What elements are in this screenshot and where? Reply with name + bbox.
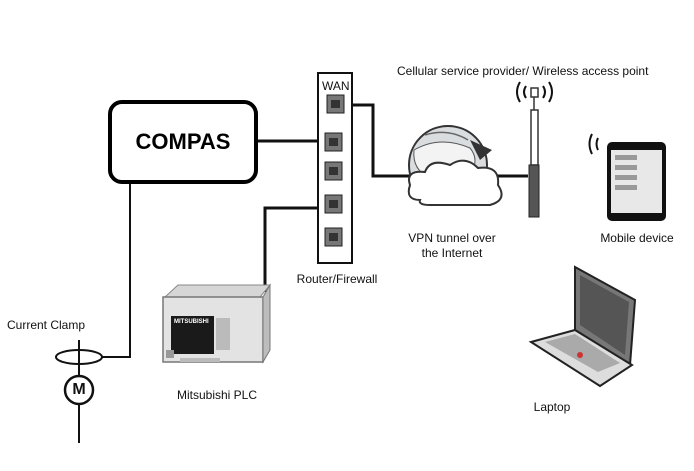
current-clamp-icon	[55, 349, 103, 365]
motor-icon	[63, 374, 95, 406]
plc-router-line	[263, 206, 318, 292]
router-caption: Router/Firewall	[296, 272, 378, 286]
compas-box	[108, 100, 258, 184]
clamp-caption: Current Clamp	[7, 318, 86, 332]
cellular-caption: Cellular service provider/ Wireless acce…	[397, 64, 649, 78]
compas-label: COMPAS	[135, 129, 231, 154]
cell-tower-icon	[516, 81, 553, 218]
tablet-icon	[588, 133, 666, 221]
mobile-caption: Mobile device	[600, 231, 674, 245]
globe-cloud-icon	[407, 125, 503, 206]
vpn-caption-line1: VPN tunnel over	[408, 231, 496, 245]
connection-lines	[256, 103, 528, 292]
plc-device-icon	[162, 283, 272, 364]
router-device	[317, 72, 353, 264]
wan-vpn-line	[352, 103, 415, 178]
vpn-caption-line2: the Internet	[421, 246, 483, 260]
wan-label: WAN	[322, 79, 350, 93]
plc-caption: Mitsubishi PLC	[176, 388, 258, 402]
clamp-lines	[78, 182, 131, 443]
plc-brand-label: MITSUBISHI	[174, 319, 209, 325]
motor-symbol: M	[72, 381, 86, 398]
compas-clamp-line	[102, 182, 131, 358]
laptop-caption: Laptop	[533, 400, 571, 414]
laptop-icon	[528, 265, 637, 388]
